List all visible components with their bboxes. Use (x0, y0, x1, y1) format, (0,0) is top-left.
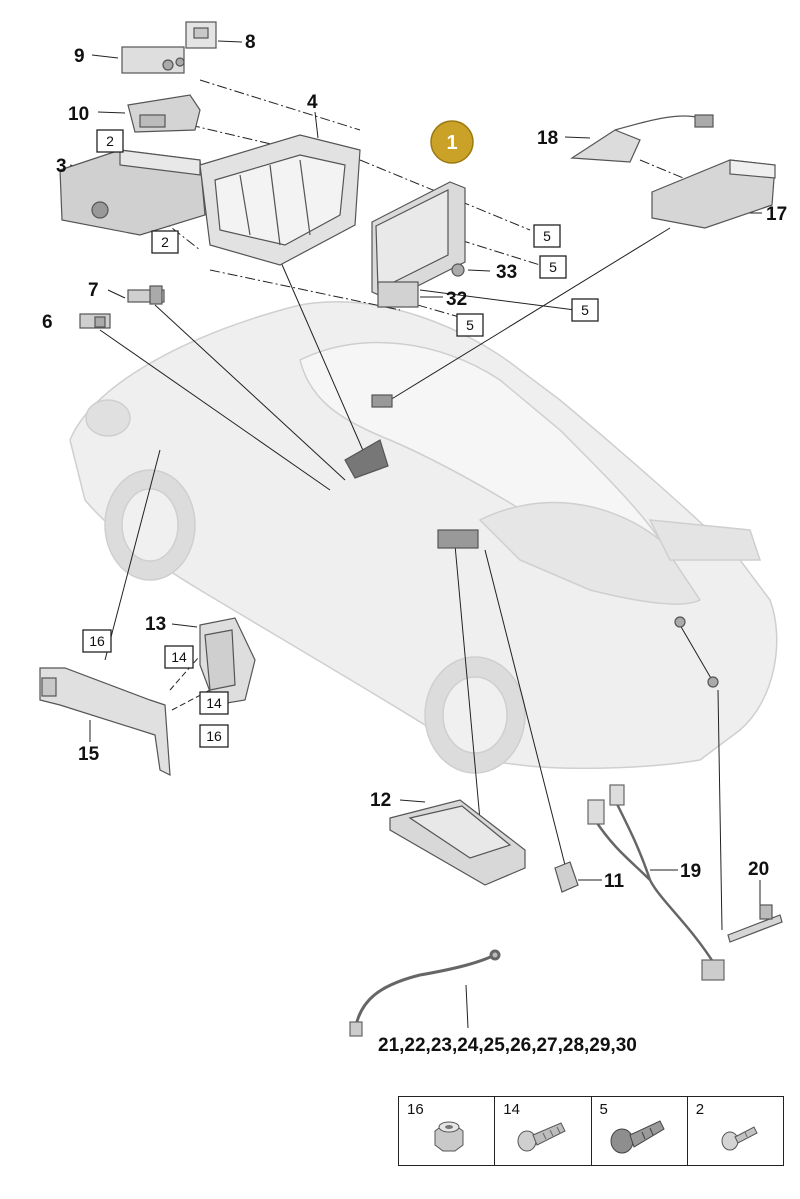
part-under-dash (344, 394, 479, 549)
part-20 (727, 904, 783, 943)
part-6 (79, 313, 111, 329)
callout-8: 8 (245, 32, 256, 53)
highlight-label: 1 (446, 132, 457, 154)
car-silhouette (69, 301, 778, 774)
part-11 (554, 861, 579, 893)
callout-17: 17 (766, 204, 787, 225)
callout-32: 32 (446, 289, 467, 310)
callout-labels: 9 8 10 3 4 18 17 33 32 7 6 13 15 12 11 1… (42, 32, 787, 1056)
legend-number: 16 (407, 1101, 424, 1118)
part-19 (587, 784, 725, 981)
boxed-references (82, 129, 599, 748)
part-9 (121, 46, 185, 74)
legend-cell-14: 14 (495, 1097, 592, 1165)
part-3 (59, 149, 206, 236)
bolt-icon (517, 1122, 566, 1152)
part-4-bracket (199, 134, 361, 266)
legend-cell-2: 2 (688, 1097, 783, 1165)
box-ref-2-a: 2 (106, 133, 114, 149)
nut-icon (434, 1121, 464, 1152)
part-17 (651, 159, 776, 229)
box-ref-5-b: 5 (549, 259, 557, 275)
callout-19: 19 (680, 861, 701, 882)
boxed-reference-labels: 2 2 5 5 5 5 16 14 14 16 (89, 133, 589, 744)
part-18 (570, 114, 714, 163)
callout-7: 7 (88, 280, 99, 301)
callout-10: 10 (68, 104, 89, 125)
part-7 (127, 285, 165, 305)
legend-number: 5 (599, 1101, 608, 1118)
callout-3: 3 (56, 156, 67, 177)
box-ref-5-a: 5 (543, 228, 551, 244)
part-32 (377, 281, 419, 308)
part-rear-sensor (674, 616, 719, 688)
screw-small-icon (721, 1126, 758, 1151)
part-8 (185, 21, 217, 49)
box-ref-16-b: 16 (206, 728, 222, 744)
box-ref-14-b: 14 (206, 695, 222, 711)
parts (39, 21, 783, 1037)
callout-6: 6 (42, 312, 53, 333)
callout-33: 33 (496, 262, 517, 283)
highlight-marker: 1 (430, 120, 474, 164)
legend-cell-5: 5 (592, 1097, 688, 1165)
callout-15: 15 (78, 744, 100, 765)
box-ref-16-a: 16 (89, 633, 105, 649)
legend-number: 14 (503, 1101, 520, 1118)
legend-cell-16: 16 (399, 1097, 496, 1165)
fastener-legend: 16 14 5 2 (398, 1096, 784, 1166)
box-ref-14-a: 14 (171, 649, 187, 665)
callout-12: 12 (370, 790, 391, 811)
part-15 (39, 667, 171, 777)
callout-20: 20 (748, 859, 769, 880)
box-ref-5-c: 5 (581, 302, 589, 318)
part-1-display (371, 181, 466, 301)
part-21-30-cable (349, 949, 501, 1037)
callout-18: 18 (537, 128, 558, 149)
callout-11: 11 (604, 871, 625, 892)
callout-21-30: 21,22,23,24,25,26,27,28,29,30 (378, 1035, 637, 1056)
screw-large-icon (610, 1120, 665, 1154)
box-ref-2-b: 2 (161, 234, 169, 250)
part-12 (389, 799, 526, 886)
part-13 (199, 617, 256, 706)
box-ref-5-d: 5 (466, 317, 474, 333)
callout-9: 9 (74, 46, 85, 67)
callout-13: 13 (145, 614, 166, 635)
legend-number: 2 (695, 1101, 705, 1118)
callout-4: 4 (307, 92, 318, 113)
part-10 (127, 94, 201, 133)
